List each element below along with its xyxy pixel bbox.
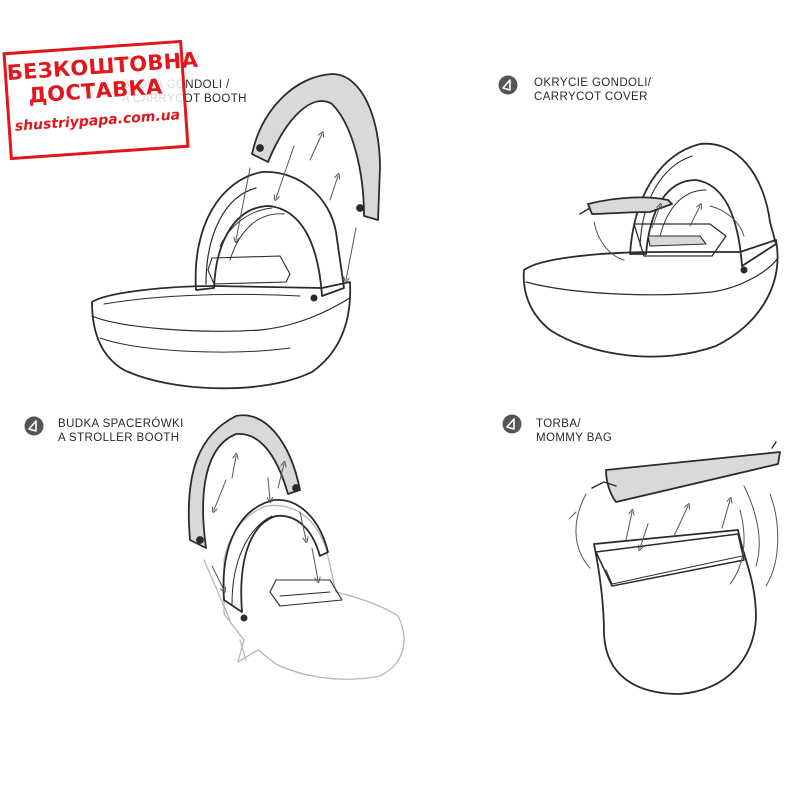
label-stroller-booth: BUDKA SPACERÓWKI A STROLLER BOOTH — [58, 417, 184, 445]
label-line: TORBA/ — [536, 418, 582, 430]
canopy-icon — [251, 73, 381, 221]
label-mommy-bag: TORBA/ MOMMY BAG — [536, 417, 612, 445]
step-badge-icon — [498, 75, 518, 95]
label-line: MOMMY BAG — [536, 432, 613, 444]
label-line: A STROLLER BOOTH — [58, 432, 180, 444]
step-badge-icon — [502, 414, 522, 434]
canopy-icon — [187, 414, 301, 549]
label-carrycot-cover: OKRYCIE GONDOLI/ CARRYCOT COVER — [534, 76, 651, 104]
carrycot-cover-icon — [587, 196, 673, 215]
carrycot-icon — [91, 281, 352, 390]
panel-stroller-booth — [187, 414, 405, 680]
panel-carrycot-booth — [91, 73, 381, 390]
bag-flap-icon — [605, 451, 781, 503]
panel-mommy-bag — [569, 441, 781, 695]
free-delivery-stamp: БЕЗКОШТОВНА ДОСТАВКА shustriypapa.com.ua — [2, 39, 199, 161]
panel-carrycot-cover — [522, 142, 779, 358]
stamp-url: shustriypapa.com.ua — [14, 107, 181, 135]
label-line: BUDKA SPACERÓWKI — [58, 418, 184, 430]
label-line: OKRYCIE GONDOLI/ — [534, 77, 652, 89]
stroller-seat-icon — [223, 504, 405, 680]
mommy-bag-icon — [593, 529, 757, 695]
label-line: CARRYCOT COVER — [534, 91, 648, 103]
carrycot-icon — [522, 239, 779, 358]
step-badge-icon — [24, 416, 44, 436]
